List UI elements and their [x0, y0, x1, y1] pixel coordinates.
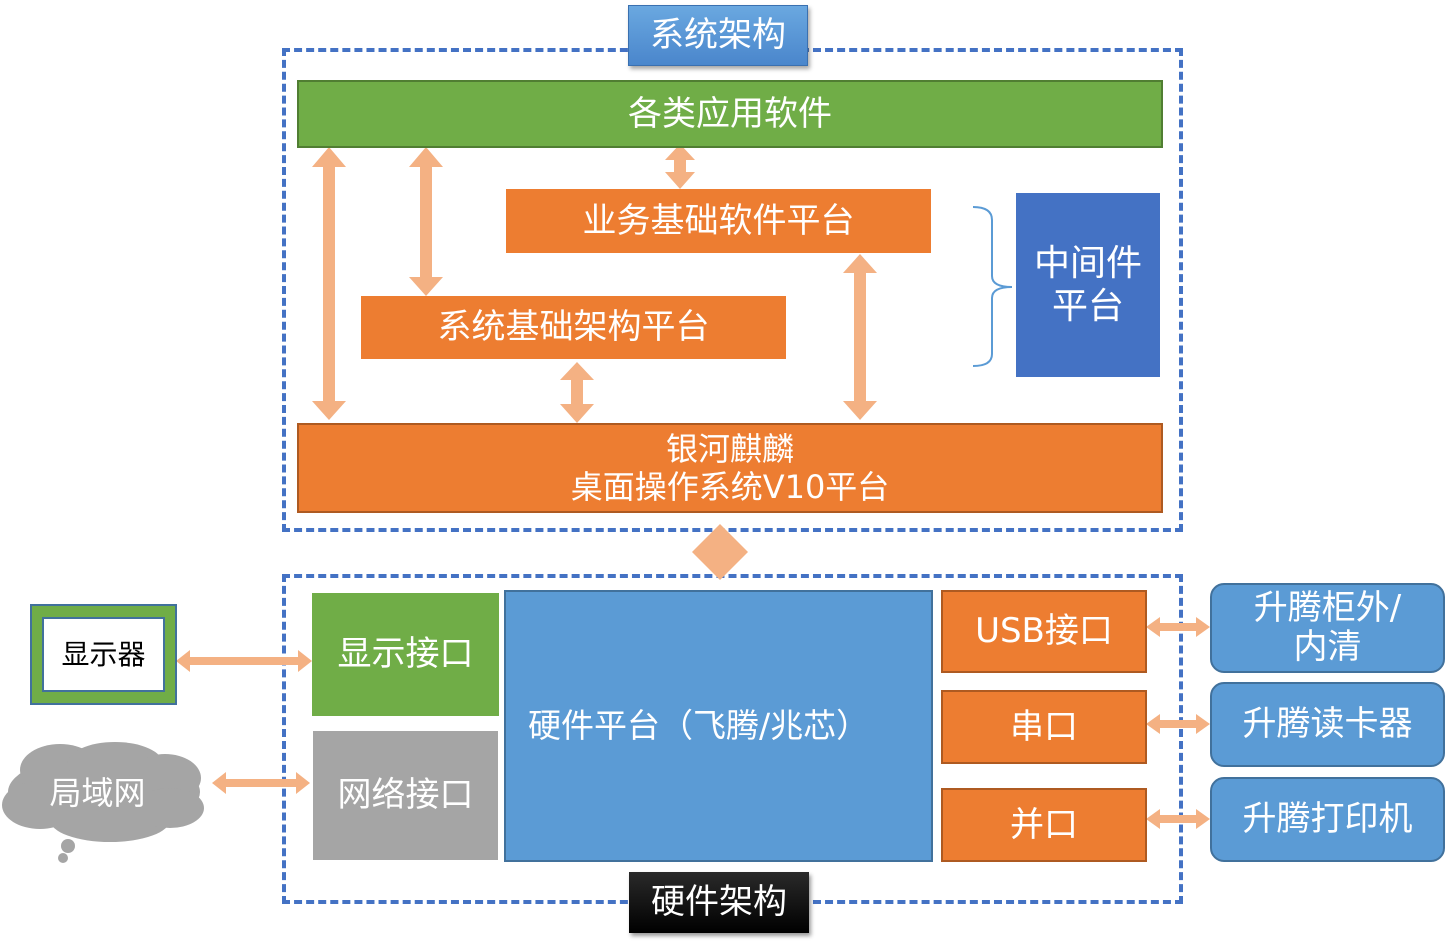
lan-label-wrap: 局域网: [10, 765, 185, 821]
system-platform-layer: 系统基础架构平台: [361, 296, 786, 359]
arrow-apps-os-left: [312, 147, 346, 420]
display-interface-label: 显示接口: [337, 634, 474, 675]
system-architecture-title-text: 系统架构: [650, 15, 786, 56]
network-interface: 网络接口: [313, 731, 498, 860]
network-interface-label: 网络接口: [337, 775, 474, 816]
hardware-platform-label: 硬件平台（飞腾/兆芯）: [528, 706, 870, 746]
serial-port-label: 串口: [1010, 706, 1078, 747]
lan-cloud-icon: [2, 742, 204, 863]
device-signature-pad: 升腾柜外/ 内清: [1210, 583, 1445, 673]
os-layer: 银河麒麟 桌面操作系统V10平台: [297, 423, 1163, 513]
monitor-label: 显示器: [61, 637, 146, 671]
middleware-brace: [972, 206, 1013, 367]
arrow-usb-device: [1146, 617, 1210, 637]
serial-port: 串口: [941, 690, 1147, 764]
middleware-platform: 中间件 平台: [1016, 193, 1160, 377]
device-label: 升腾打印机: [1242, 799, 1413, 840]
arrow-apps-sysplatform: [409, 147, 443, 296]
arrow-parallel-device: [1146, 809, 1210, 829]
device-label-line1: 升腾柜外/: [1253, 587, 1402, 628]
apps-layer: 各类应用软件: [297, 80, 1163, 148]
system-architecture-title: 系统架构: [628, 5, 808, 66]
usb-port: USB接口: [941, 590, 1147, 673]
os-label-line1: 银河麒麟: [665, 429, 794, 468]
arrow-system-hardware: [692, 524, 748, 580]
business-platform-label: 业务基础软件平台: [582, 200, 855, 241]
middleware-label-line2: 平台: [1051, 286, 1124, 327]
apps-label: 各类应用软件: [628, 93, 832, 134]
hardware-architecture-title-text: 硬件架构: [651, 882, 787, 923]
display-interface: 显示接口: [312, 593, 499, 716]
arrow-business-os: [843, 254, 877, 420]
arrow-sysplatform-os: [560, 362, 594, 423]
device-printer: 升腾打印机: [1210, 777, 1445, 862]
arrow-lan-network: [212, 772, 310, 794]
hardware-platform: 硬件平台（飞腾/兆芯）: [504, 590, 933, 862]
device-card-reader: 升腾读卡器: [1210, 682, 1445, 767]
device-label-line2: 内清: [1293, 627, 1362, 667]
parallel-port-label: 并口: [1010, 804, 1078, 845]
middleware-label-line1: 中间件: [1033, 242, 1142, 284]
arrow-apps-business: [665, 144, 695, 189]
os-label-line2: 桌面操作系统V10平台: [570, 468, 890, 506]
business-platform-layer: 业务基础软件平台: [506, 189, 931, 253]
arrow-serial-device: [1146, 714, 1210, 734]
system-platform-label: 系统基础架构平台: [437, 307, 710, 348]
parallel-port: 并口: [941, 788, 1147, 862]
arrow-monitor-display: [176, 650, 312, 672]
lan-label: 局域网: [49, 773, 146, 812]
device-label: 升腾读卡器: [1242, 704, 1413, 745]
monitor-device: 显示器: [30, 604, 177, 705]
hardware-architecture-title: 硬件架构: [629, 872, 809, 933]
usb-port-label: USB接口: [975, 611, 1113, 652]
monitor-screen: 显示器: [42, 617, 165, 692]
